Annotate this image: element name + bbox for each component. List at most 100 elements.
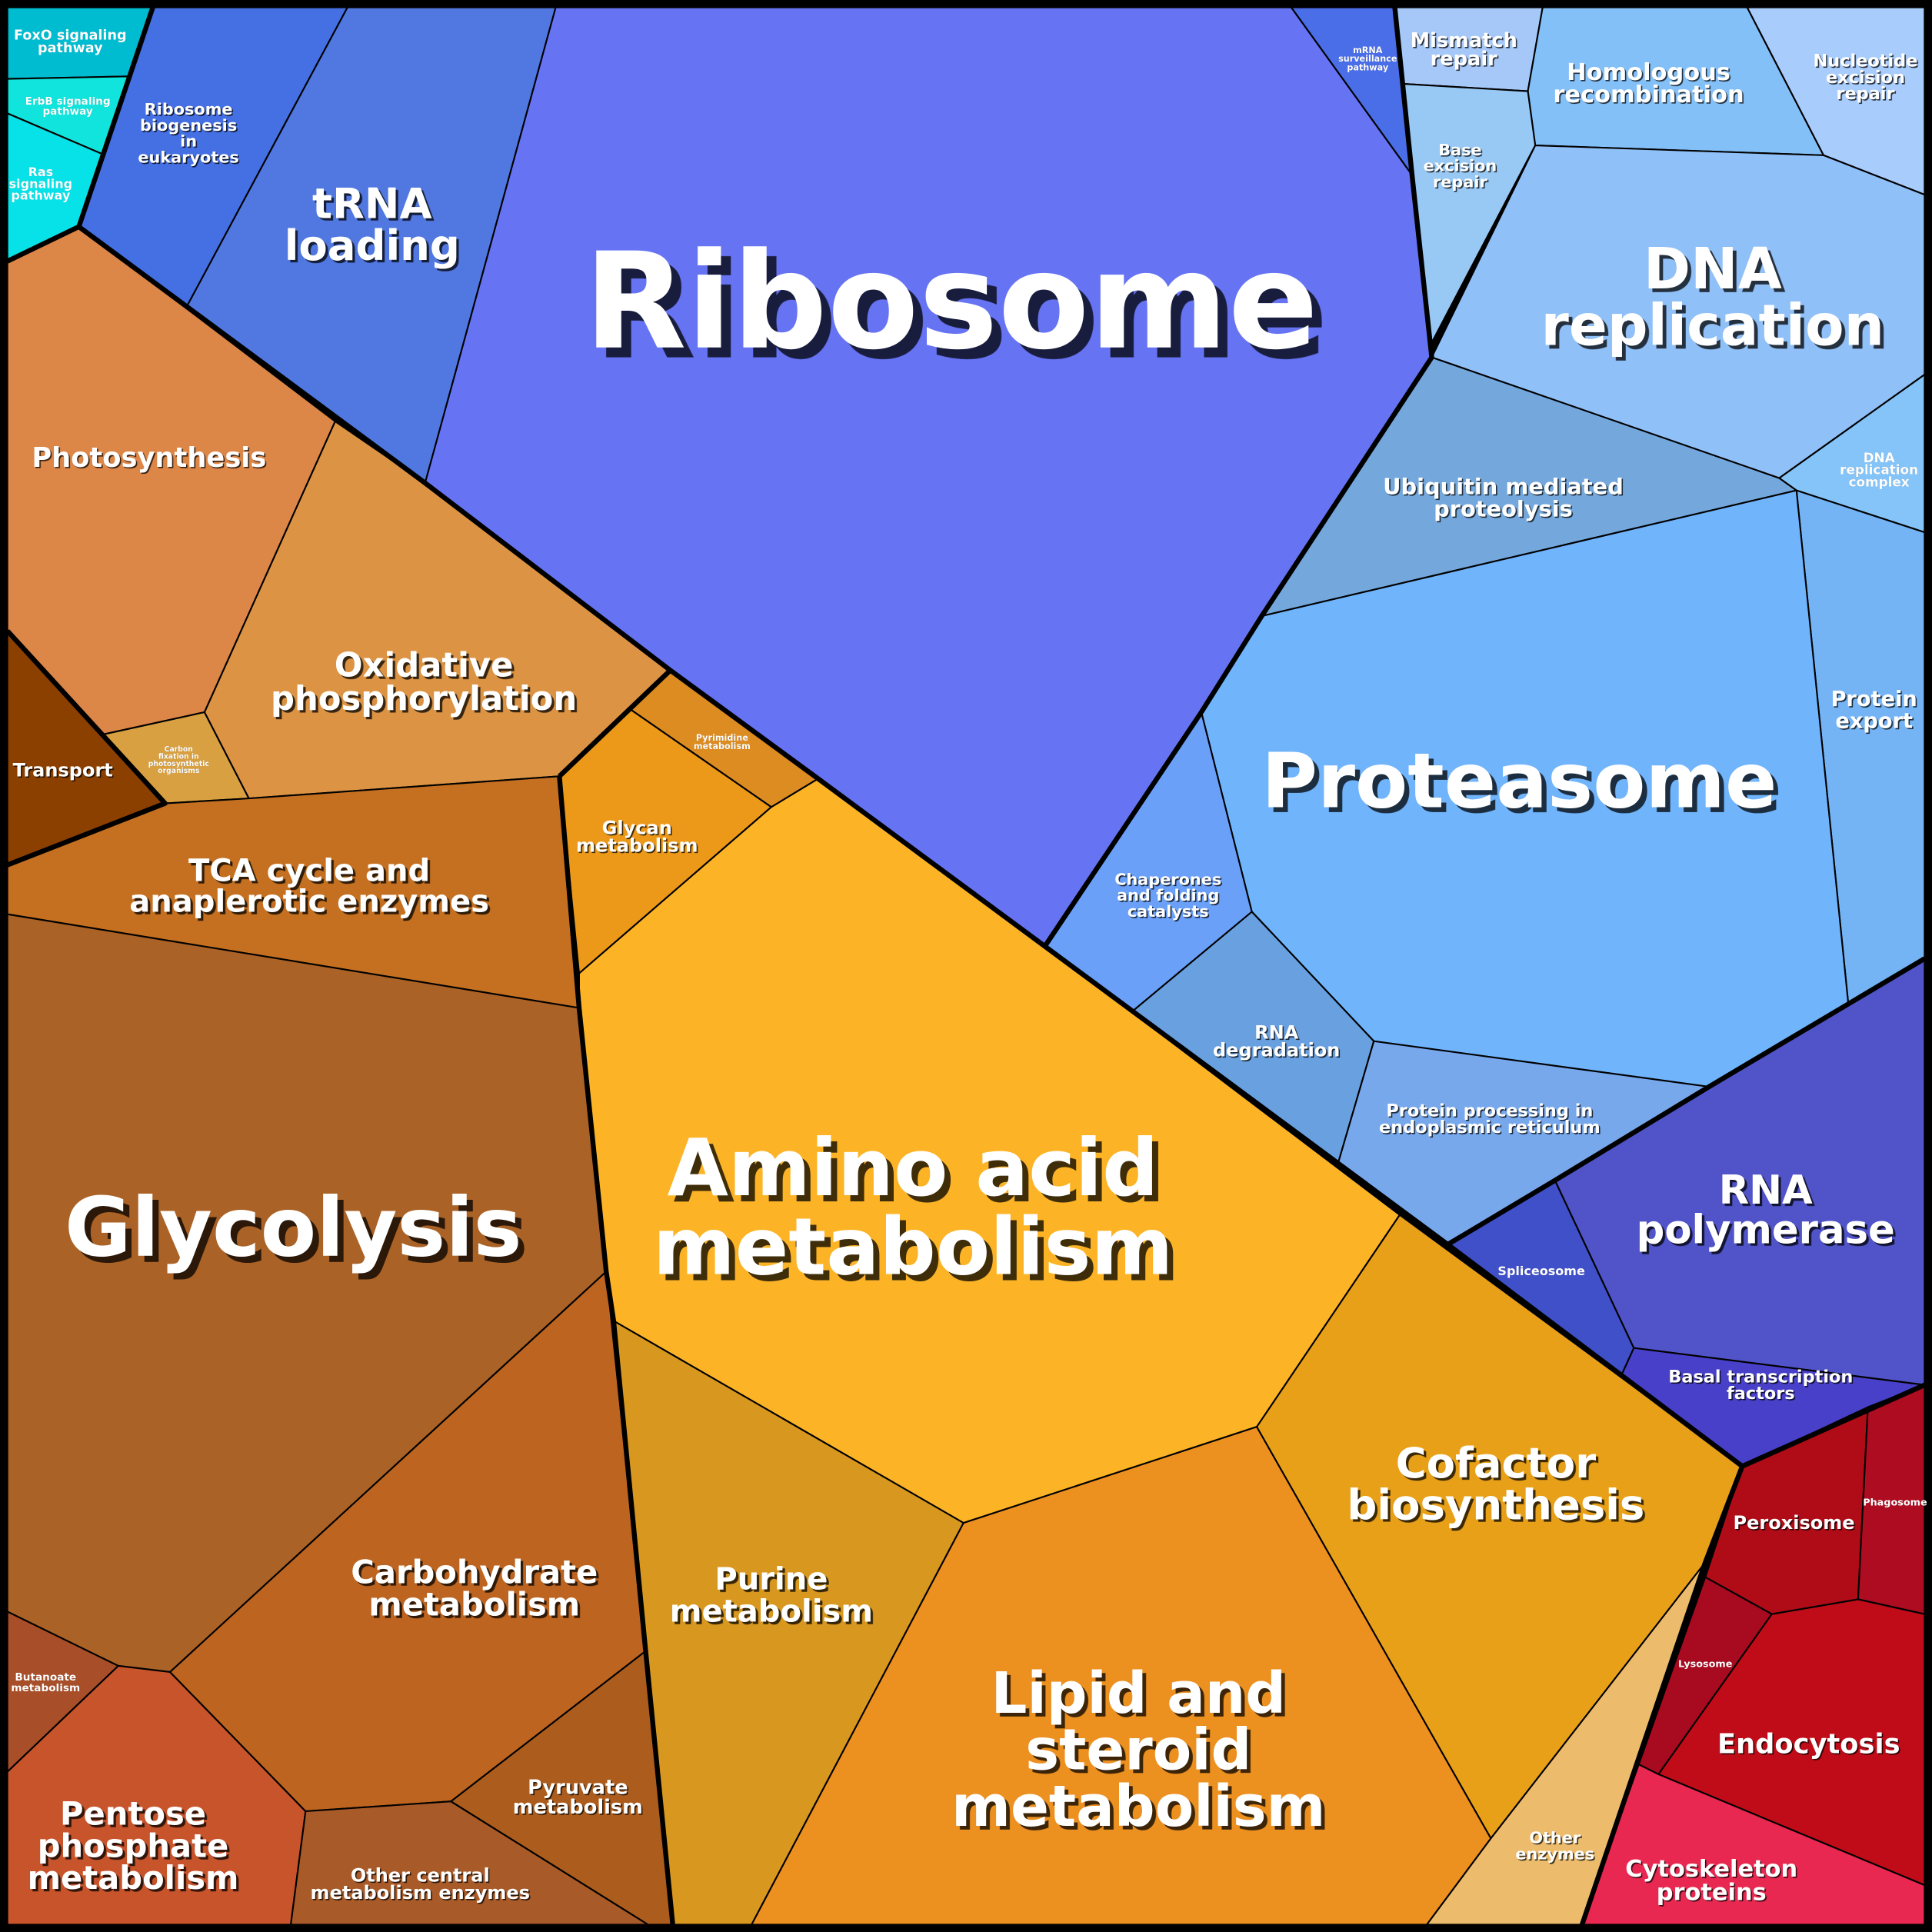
label-line: metabolism (670, 1594, 873, 1630)
label-line: pathway (1347, 62, 1388, 72)
label-ribosome: Ribosome (584, 224, 1318, 379)
label-line: biogenesis (140, 116, 237, 135)
label-line: degradation (1213, 1039, 1340, 1061)
label-proteasome: Proteasome (1261, 737, 1777, 825)
label-line: Spliceosome (1497, 1264, 1585, 1278)
label-glycolysis: Glycolysis (65, 1180, 521, 1274)
cell-endocytosis[interactable] (1657, 1598, 1926, 1887)
label-line: Pyruvate (528, 1777, 628, 1800)
label-line: Proteasome (1261, 737, 1777, 825)
label-line: Homologous (1567, 59, 1730, 86)
label-line: Endocytosis (1717, 1729, 1900, 1760)
label-line: Mismatch (1411, 29, 1517, 52)
label-line: DNA (1644, 237, 1782, 302)
label-line: metabolism (28, 1859, 239, 1897)
group-border-line (1042, 7, 1434, 948)
label-line: metabolism (694, 741, 751, 751)
label-line: eukaryotes (138, 148, 238, 166)
label-line: Glycolysis (65, 1180, 521, 1274)
label-line: RNA (1719, 1168, 1813, 1214)
label-line: steroid (1025, 1718, 1251, 1784)
label-line: metabolism enzymes (311, 1882, 530, 1904)
label-line: in (180, 132, 197, 151)
label-line: endoplasmic reticulum (1379, 1118, 1601, 1138)
label-line: organisms (158, 767, 200, 775)
label-line: and folding (1117, 886, 1219, 904)
group-border-line (558, 668, 672, 778)
label-line: Lipid and (991, 1661, 1287, 1727)
label-line: tRNA (312, 179, 432, 228)
label-line: metabolism (653, 1202, 1173, 1294)
label-line: polymerase (1637, 1207, 1895, 1253)
label-line: ErbB signaling (25, 95, 111, 108)
label-line: complex (1849, 475, 1910, 490)
label-line: repair (1431, 48, 1497, 71)
label-line: proteolysis (1434, 495, 1573, 521)
label-line: Carbon (165, 745, 193, 754)
label-line: Oxidative (335, 647, 514, 685)
label-line: Protein (1831, 688, 1917, 711)
label-line: metabolism (513, 1796, 643, 1819)
group-border-line (557, 776, 675, 1925)
label-line: Nucleotide (1814, 52, 1918, 72)
label-line: Ras (28, 165, 54, 179)
label-line: signaling (9, 176, 73, 191)
label-line: Glycan (602, 818, 672, 839)
label-photosynthesis: Photosynthesis (32, 442, 266, 474)
label-line: anaplerotic enzymes (129, 884, 489, 920)
label-line: Ribosome (584, 224, 1318, 379)
label-line: Lysosome (1678, 1659, 1733, 1671)
label-line: pathway (38, 41, 103, 56)
label-line: excision (1826, 68, 1905, 88)
label-line: phosphorylation (271, 680, 577, 718)
label-line: metabolism (368, 1585, 580, 1623)
label-line: Pentose (60, 1795, 206, 1833)
label-line: repair (1836, 84, 1894, 104)
group-border-line (76, 6, 155, 228)
label-line: DNA (1864, 450, 1895, 465)
cells-layer (6, 6, 1926, 1926)
label-line: Other (1529, 1829, 1581, 1847)
label-line: Chaperones (1114, 870, 1221, 888)
label-line: phosphate (38, 1827, 229, 1864)
label-line: loading (285, 221, 460, 270)
label-line: Cofactor (1396, 1438, 1597, 1487)
label-line: Phagosome (1863, 1497, 1927, 1509)
group-border-line (6, 224, 1745, 1926)
label-line: metabolism (11, 1682, 80, 1694)
label-line: Carbohydrate (351, 1554, 598, 1591)
label-line: biosynthesis (1347, 1480, 1644, 1529)
label-line: Transport (13, 759, 113, 781)
group-border-line (1446, 956, 1927, 1247)
label-line: Photosynthesis (32, 442, 266, 474)
label-line: metabolism (576, 834, 698, 856)
label-line: Ubiquitin mediated (1383, 473, 1624, 499)
label-line: recombination (1553, 82, 1744, 108)
label-line: FoxO signaling (14, 28, 127, 43)
